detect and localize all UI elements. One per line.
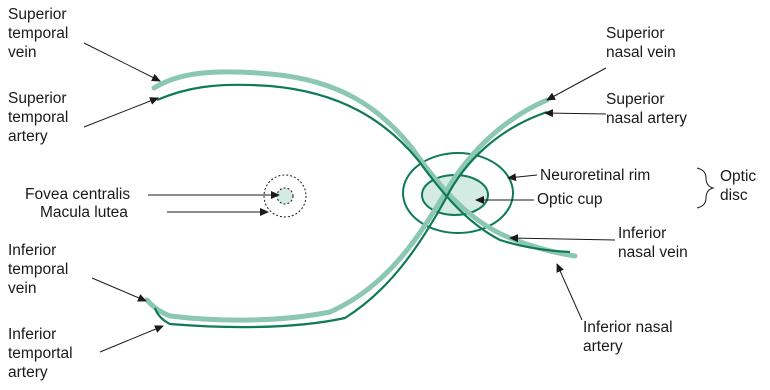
nasal-artery-line [153,110,548,329]
optic-disc-brace [696,167,715,209]
superior-temporal-artery-line [156,83,571,254]
neuroretinal-rim-outer [402,152,514,234]
superior-temporal-vein-line [151,69,578,259]
label-inferior-temportal-artery: Inferior temportal artery [8,326,73,381]
label-inferior-nasal-vein: Inferior nasal vein [618,225,688,261]
label-macula-lutea: Macula lutea [40,204,128,221]
label-superior-temporal-vein: Superior temporal vein [8,6,69,61]
pointer-superior-temporal-vein [83,42,161,82]
label-inferior-temporal-vein: Inferior temporal vein [8,242,69,297]
fovea-centralis-circle [276,187,294,205]
pointer-inferior-nasal-artery [556,263,583,321]
macula-lutea-circle [263,174,307,218]
label-optic-cup: Optic cup [537,191,603,208]
label-neuroretinal-rim: Neuroretinal rim [540,167,651,184]
label-optic-disc: Optic disc [720,168,757,204]
pointer-inferior-nasal-vein [509,234,616,243]
pointer-neuroretinal-rim [507,173,538,182]
pointer-inferior-temportal-artery [99,325,164,353]
label-superior-temporal-artery: Superior temporal artery [8,90,69,145]
nasal-vein-line [144,97,550,323]
pointer-superior-nasal-vein [546,67,607,101]
pointer-superior-temporal-artery [83,97,159,128]
pointer-inferior-temporal-vein [91,277,147,302]
label-fovea-centralis: Fovea centralis [25,186,131,203]
label-superior-nasal-artery: Superior nasal artery [606,91,687,127]
pointer-superior-nasal-artery [544,109,607,118]
label-superior-nasal-vein: Superior nasal vein [606,25,676,61]
label-inferior-nasal-artery: Inferior nasal artery [583,319,673,355]
